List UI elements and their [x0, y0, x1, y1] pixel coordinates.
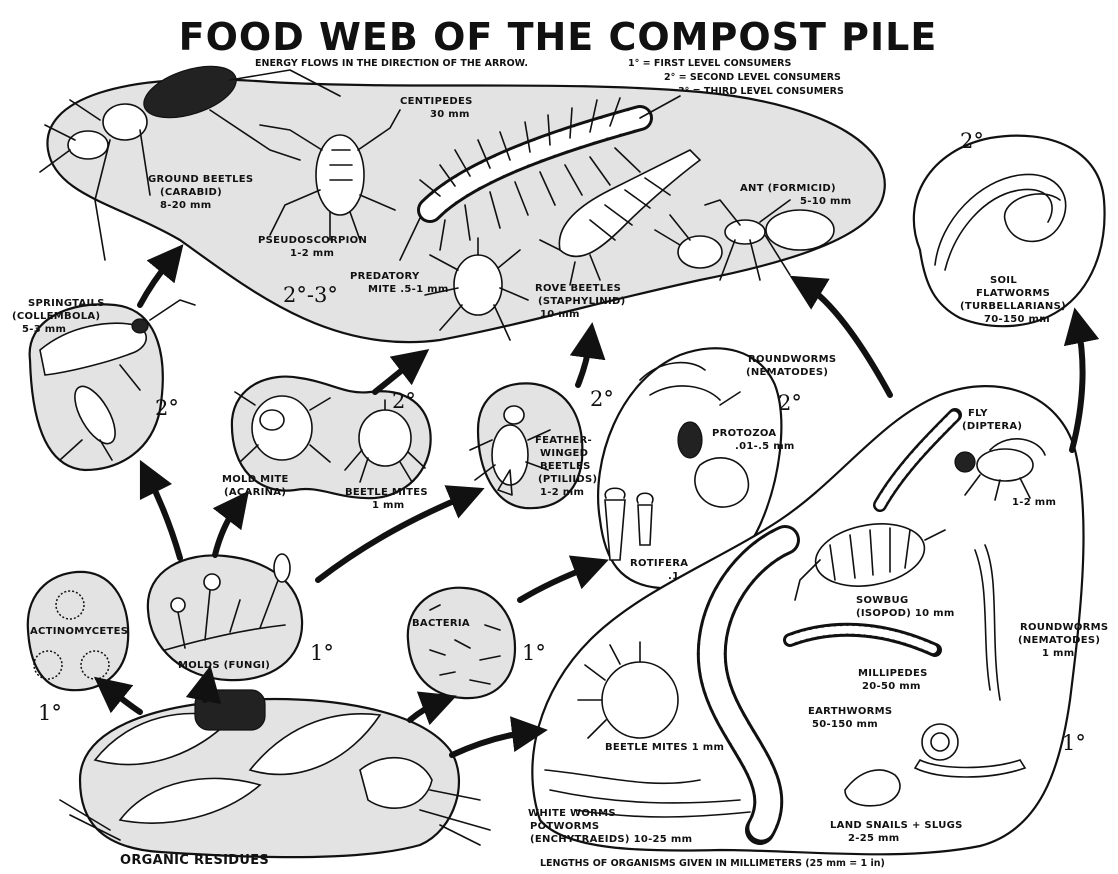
roundworms-top-name: ROUNDWORMS: [748, 354, 836, 365]
ant-name: ANT (FORMICID): [740, 183, 836, 194]
fly-size: 1-2 mm: [1012, 497, 1056, 508]
fly-name: FLY: [968, 408, 988, 419]
label-beetle-mites-small: BEETLE MITES 1 mm: [345, 487, 428, 511]
arrow-residues-to-bacteria: [410, 702, 440, 720]
roundworms-top-family: (NEMATODES): [746, 367, 828, 378]
millipedes-name: MILLIPEDES: [858, 668, 928, 679]
label-beetle-mites-big: BEETLE MITES 1 mm: [605, 742, 724, 753]
land-snails-name: LAND SNAILS + SLUGS: [830, 820, 963, 831]
rotifera-name: ROTIFERA: [630, 558, 688, 569]
label-actinomycetes: ACTINOMYCETES: [30, 626, 128, 637]
flatworms-family: (TURBELLARIANS): [960, 301, 1066, 312]
footer-note: LENGTHS OF ORGANISMS GIVEN IN MILLIMETER…: [540, 858, 885, 869]
arrow-mites-to-predatory: [375, 360, 415, 392]
rove-beetles-size: 10 mm: [540, 309, 580, 320]
rove-beetles-name: ROVE BEETLES: [535, 283, 621, 294]
sowbug-family: (ISOPOD) 10 mm: [856, 608, 955, 619]
springtails-family: (COLLEMBOLA): [12, 311, 100, 322]
level-feather: 2°: [590, 387, 614, 411]
level-molds: 1°: [310, 641, 334, 665]
legend-first: 1° = FIRST LEVEL CONSUMERS: [628, 58, 791, 69]
springtails-name: SPRINGTAILS: [28, 298, 105, 309]
feather-winged-2: WINGED: [540, 448, 588, 459]
ground-beetles-size: 8-20 mm: [160, 200, 211, 211]
land-snails-size: 2-25 mm: [848, 833, 899, 844]
roundworms-right-family: (NEMATODES): [1018, 635, 1100, 646]
roundworms-right-size: 1 mm: [1042, 648, 1074, 659]
label-organic-residues: ORGANIC RESIDUES: [120, 853, 269, 868]
protozoa-size: .01-.5 mm: [735, 441, 795, 452]
sowbug-name: SOWBUG: [856, 595, 908, 606]
arrow-molds-to-springtails: [148, 476, 180, 558]
pseudoscorpion-size: 1-2 mm: [290, 248, 334, 259]
ground-beetles-name: GROUND BEETLES: [148, 174, 253, 185]
flatworms-size: 70-150 mm: [984, 314, 1050, 325]
arrow-residues-to-actino: [108, 688, 140, 712]
fly-order: (DIPTERA): [962, 421, 1022, 432]
earthworms-name: EARTHWORMS: [808, 706, 892, 717]
level-big: 1°: [1062, 731, 1086, 755]
ground-beetles-family: (CARABID): [160, 187, 222, 198]
feather-winged-3: BEETLES: [540, 461, 591, 472]
arrow-bigblob-to-flatworms: [1072, 325, 1083, 450]
predatory-mite-size: MITE .5-1 mm: [368, 284, 449, 295]
arrow-molds-to-mites: [215, 505, 238, 555]
springtails-size: 5-3 mm: [22, 324, 66, 335]
level-actino: 1°: [38, 701, 62, 725]
level-protozoa: 2°: [778, 391, 802, 415]
feather-winged-4: (PTILIIDS): [538, 474, 597, 485]
beetle-mites-small-size: 1 mm: [372, 500, 404, 511]
level-bacteria: 1°: [522, 641, 546, 665]
earthworms-size: 50-150 mm: [812, 719, 878, 730]
centipedes-size: 30 mm: [430, 109, 470, 120]
level-springtails: 2°: [155, 396, 179, 420]
arrow-bacteria-to-protozoa: [520, 566, 592, 600]
legend-second: 2° = SECOND LEVEL CONSUMERS: [664, 72, 841, 83]
label-bacteria: BACTERIA: [412, 618, 470, 629]
arrow-feather-to-rove: [578, 340, 590, 385]
predatory-mite-name: PREDATORY: [350, 271, 420, 282]
label-rove-beetles: ROVE BEETLES (STAPHYLINID) 10 mm: [535, 283, 625, 320]
protozoa-name: PROTOZOA: [712, 428, 776, 439]
rove-beetles-family: (STAPHYLINID): [538, 296, 625, 307]
diagram-title: FOOD WEB OF THE COMPOST PILE: [179, 15, 938, 59]
white-worms-3: (ENCHYTRAEIDS) 10-25 mm: [530, 834, 692, 845]
pseudoscorpion-name: PSEUDOSCORPION: [258, 235, 367, 246]
mold-mite-family: (ACARINA): [224, 487, 286, 498]
white-worms-2: POTWORMS: [530, 821, 599, 832]
level-mites: 2°: [392, 389, 416, 413]
arrow-residues-to-molds: [205, 683, 207, 700]
feather-winged-5: 1-2 mm: [540, 487, 584, 498]
beetle-mites-big-name: BEETLE MITES 1 mm: [605, 742, 724, 753]
flatworms-soil: SOIL: [990, 275, 1017, 286]
mold-mite-name: MOLD MITE: [222, 474, 289, 485]
ant-size: 5-10 mm: [800, 196, 851, 207]
legend-energy: ENERGY FLOWS IN THE DIRECTION OF THE ARR…: [255, 58, 528, 69]
centipedes-name: CENTIPEDES: [400, 96, 473, 107]
feather-winged-1: FEATHER-: [535, 435, 592, 446]
level-top-mixed: 2°-3°: [283, 283, 338, 307]
label-molds: MOLDS (FUNGI): [178, 660, 270, 671]
label-feather-winged: FEATHER- WINGED BEETLES (PTILIIDS) 1-2 m…: [535, 435, 597, 498]
beetle-mites-small-name: BEETLE MITES: [345, 487, 428, 498]
flatworms-name: FLATWORMS: [976, 288, 1050, 299]
roundworms-right-name: ROUNDWORMS: [1020, 622, 1108, 633]
arrow-bigblob-to-ant: [805, 285, 890, 395]
level-flatworms: 2°: [960, 129, 984, 153]
arrow-residues-to-bigblob: [452, 732, 530, 755]
white-worms-1: WHITE WORMS: [528, 808, 616, 819]
millipedes-size: 20-50 mm: [862, 681, 921, 692]
arrow-springtails-to-top: [140, 258, 172, 305]
